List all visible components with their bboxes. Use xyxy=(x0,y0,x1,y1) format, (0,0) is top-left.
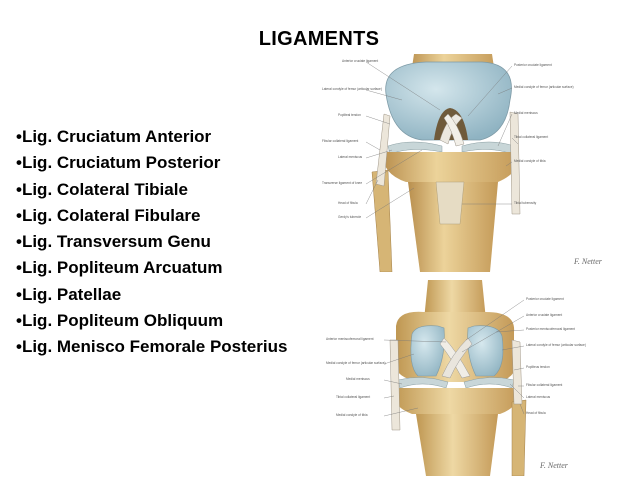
posterior-label: Head of fibula xyxy=(526,411,546,415)
posterior-label: Medial meniscus xyxy=(346,377,370,381)
posterior-label: Anterior cruciate ligament xyxy=(526,313,562,317)
posterior-label: Anterior meniscofemoral ligament xyxy=(326,337,374,341)
anterior-label: Popliteal tendon xyxy=(338,113,361,117)
posterior-label: Medial condyle of tibia xyxy=(336,413,368,417)
list-item: •Lig. Patellae xyxy=(16,284,122,304)
anterior-label: Tibial tuberosity xyxy=(514,201,537,205)
list-item: •Lig. Cruciatum Posterior xyxy=(16,153,221,173)
anterior-label: Medial condyle of tibia xyxy=(514,159,546,163)
anterior-label: Fibular collateral ligament xyxy=(322,139,358,143)
ligament-list: •Lig. Cruciatum Anterior •Lig. Cruciatum… xyxy=(16,124,287,361)
list-item: •Lig. Colateral Fibulare xyxy=(16,205,201,225)
anterior-label: Posterior cruciate ligament xyxy=(514,63,552,67)
posterior-label: Tibial collateral ligament xyxy=(336,395,370,399)
anterior-label: Anterior cruciate ligament xyxy=(342,59,378,63)
slide-title: LIGAMENTS xyxy=(258,28,380,50)
artist-signature: F. Netter xyxy=(539,461,569,470)
posterior-label: Posterior cruciate ligament xyxy=(526,297,564,301)
anterior-label: Lateral meniscus xyxy=(338,155,363,159)
posterior-label: Lateral condyle of femur (articular surf… xyxy=(526,343,586,347)
anterior-label: Gerdy's tubercle xyxy=(338,215,361,219)
anterior-label: Transverse ligament of knee xyxy=(322,181,362,185)
list-item: •Lig. Colateral Tibiale xyxy=(16,179,188,199)
anterior-label: Tibial collateral ligament xyxy=(514,135,548,139)
list-item: •Lig. Cruciatum Anterior xyxy=(16,127,212,146)
list-item: •Lig. Popliteum Arcuatum xyxy=(16,258,223,278)
posterior-label: Popliteus tendon xyxy=(526,365,550,369)
list-item: •Lig. Popliteum Obliquum xyxy=(16,311,224,331)
posterior-label: Posterior meniscofemoral ligament xyxy=(526,327,575,331)
posterior-label: Lateral meniscus xyxy=(526,395,551,399)
list-item: •Lig. Transversum Genu xyxy=(16,232,211,252)
anterior-label: Lateral condyle of femur (articular surf… xyxy=(322,87,382,91)
anterior-label: Head of fibula xyxy=(338,201,358,205)
anterior-label: Medial meniscus xyxy=(514,111,538,115)
posterior-label: Medial condyle of femur (articular surfa… xyxy=(326,361,386,365)
artist-signature: F. Netter xyxy=(573,257,603,266)
knee-posterior-illustration: Anterior meniscofemoral ligament Medial … xyxy=(326,280,586,476)
posterior-label: Fibular collateral ligament xyxy=(526,383,562,387)
knee-anterior-illustration: Anterior cruciate ligament Lateral condy… xyxy=(322,54,603,272)
list-item: •Lig. Menisco Femorale Posterius xyxy=(16,337,288,357)
anterior-label: Medial condyle of femur (articular surfa… xyxy=(514,85,574,89)
